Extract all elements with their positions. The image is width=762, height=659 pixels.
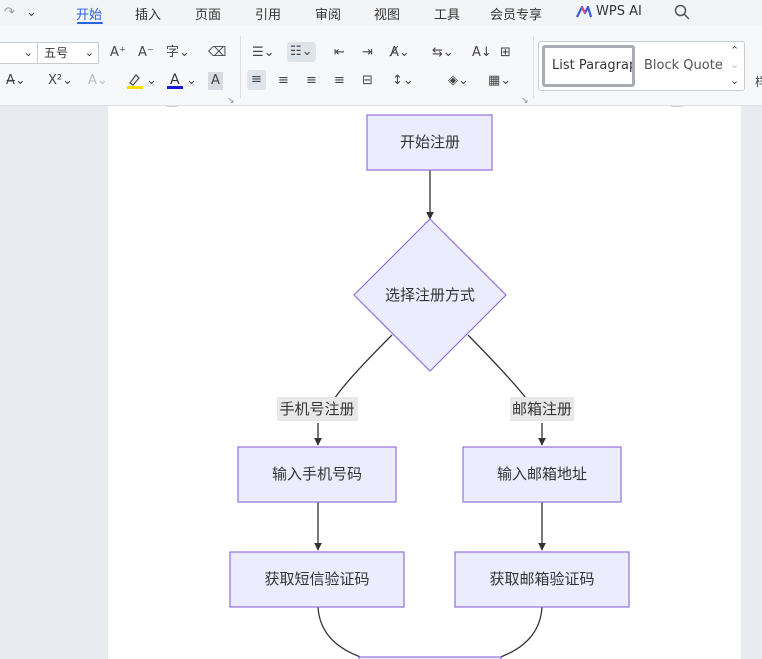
tab-review[interactable]: 审阅 bbox=[315, 8, 342, 23]
show-marks-icon[interactable]: ⊞ bbox=[500, 45, 511, 60]
bullet-list-icon[interactable]: ☰⌄ bbox=[252, 45, 275, 60]
clear-format-icon[interactable]: ⌫ bbox=[208, 45, 227, 60]
chevron-down-icon[interactable]: ⌄ bbox=[146, 73, 157, 88]
svg-text:A: A bbox=[170, 72, 180, 88]
font-name-combo[interactable]: ⌄ bbox=[0, 42, 38, 64]
tab-wps-ai[interactable]: WPS AI bbox=[596, 4, 642, 19]
align-left-icon[interactable]: ≡ bbox=[247, 70, 266, 90]
node-input-phone-label: 输入手机号码 bbox=[272, 465, 362, 483]
gallery-down-icon[interactable]: ⌄ bbox=[730, 58, 740, 71]
font-size-value: 五号 bbox=[44, 46, 69, 60]
char-shading-icon[interactable]: A bbox=[208, 72, 223, 90]
edge-decision-right bbox=[467, 334, 529, 402]
sort-icon[interactable]: A↓ bbox=[472, 45, 492, 60]
edge-label-phone-bg bbox=[277, 397, 358, 421]
node-sms-code-label: 获取短信验证码 bbox=[264, 570, 369, 588]
menu-tab-bar: ↷ ⌄ 开始 插入 页面 引用 审阅 视图 工具 会员专享 WPS AI bbox=[0, 0, 762, 26]
grow-font-icon[interactable]: A⁺ bbox=[110, 45, 126, 60]
line-spacing-icon[interactable]: ↕⌄ bbox=[392, 73, 414, 88]
strikethrough-icon[interactable]: A̶⌄ bbox=[6, 73, 26, 88]
node-sms-code[interactable] bbox=[229, 551, 405, 608]
active-tab-underline bbox=[77, 22, 103, 24]
node-input-email-label: 输入邮箱地址 bbox=[497, 465, 587, 483]
redo-icon[interactable]: ↷ bbox=[4, 5, 15, 20]
distribute-icon[interactable]: ⊟ bbox=[362, 73, 373, 88]
paragraph-dialog-launcher-icon[interactable]: ↘ bbox=[521, 96, 529, 106]
node-decision[interactable] bbox=[353, 218, 507, 372]
borders-icon[interactable]: ▦⌄ bbox=[488, 73, 512, 88]
flowchart: 开始注册 选择注册方式 手机号注册 邮箱注册 输入手机号码 输入邮箱地址 获取短… bbox=[165, 106, 683, 659]
phonetic-guide-icon[interactable]: 字⌄ bbox=[166, 45, 190, 60]
chevron-down-icon: ⌄ bbox=[84, 46, 94, 59]
document-page[interactable]: 开始注册 选择注册方式 手机号注册 邮箱注册 输入手机号码 输入邮箱地址 获取短… bbox=[108, 106, 741, 659]
tab-references[interactable]: 引用 bbox=[255, 8, 282, 23]
increase-indent-icon[interactable]: ⇥ bbox=[362, 45, 373, 60]
tab-home[interactable]: 开始 bbox=[76, 8, 103, 23]
font-color-icon[interactable]: A bbox=[166, 71, 184, 90]
style-list-paragraph[interactable]: List Paragrap bbox=[542, 45, 635, 87]
wps-ai-logo-icon bbox=[576, 5, 592, 18]
superscript-icon[interactable]: X²⌄ bbox=[48, 73, 74, 88]
node-start[interactable] bbox=[366, 114, 493, 171]
node-input-email[interactable] bbox=[462, 446, 622, 503]
node-next-partial[interactable] bbox=[358, 656, 502, 659]
tab-member[interactable]: 会员专享 bbox=[490, 8, 543, 23]
text-direction-icon[interactable]: A̸⌄ bbox=[390, 45, 410, 60]
chevron-down-icon[interactable]: ⌄ bbox=[186, 73, 197, 88]
shading-icon[interactable]: ◈⌄ bbox=[448, 73, 469, 88]
align-right-icon[interactable]: ≡ bbox=[306, 73, 317, 88]
font-size-combo[interactable]: 五号 ⌄ bbox=[37, 42, 99, 64]
node-decision-label: 选择注册方式 bbox=[385, 286, 475, 304]
edge-left-merge bbox=[317, 606, 366, 659]
edge-right-merge bbox=[495, 606, 543, 659]
text-effect-icon[interactable]: A⌄ bbox=[88, 73, 108, 88]
edge-decision-left bbox=[332, 334, 393, 402]
decrease-indent-icon[interactable]: ⇤ bbox=[334, 45, 345, 60]
search-icon[interactable] bbox=[674, 4, 690, 20]
tab-view[interactable]: 视图 bbox=[374, 8, 401, 23]
node-email-code-label: 获取邮箱验证码 bbox=[489, 570, 594, 588]
edge-label-email: 邮箱注册 bbox=[512, 400, 572, 418]
font-dialog-launcher-icon[interactable]: ↘ bbox=[227, 96, 235, 106]
gallery-up-icon[interactable]: ⌃ bbox=[730, 44, 740, 57]
tab-insert[interactable]: 插入 bbox=[135, 8, 162, 23]
numbered-list-icon[interactable]: ☷⌄ bbox=[287, 42, 316, 62]
style-gallery: List Paragrap Block Quote ⌃ ⌄ ⌄ bbox=[538, 41, 745, 91]
justify-icon[interactable]: ≡ bbox=[334, 73, 345, 88]
shrink-font-icon[interactable]: A⁻ bbox=[138, 45, 154, 60]
ribbon-separator bbox=[533, 36, 534, 98]
tab-page[interactable]: 页面 bbox=[195, 8, 222, 23]
gallery-more-icon[interactable]: ⌄ bbox=[730, 74, 740, 87]
chinese-layout-icon[interactable]: ⇆⌄ bbox=[432, 45, 454, 60]
chevron-down-icon[interactable]: ⌄ bbox=[26, 5, 37, 20]
node-start-label: 开始注册 bbox=[400, 133, 460, 151]
edge-label-email-bg bbox=[510, 397, 574, 421]
node-input-phone[interactable] bbox=[237, 446, 397, 503]
node-email-code[interactable] bbox=[454, 551, 630, 608]
chevron-down-icon: ⌄ bbox=[23, 46, 33, 59]
styles-pane-icon[interactable]: 样 bbox=[755, 75, 762, 89]
style-block-quote[interactable]: Block Quote bbox=[644, 58, 723, 73]
highlight-color-icon[interactable] bbox=[126, 72, 144, 90]
edge-label-phone: 手机号注册 bbox=[279, 400, 354, 418]
ribbon-separator bbox=[240, 36, 241, 98]
align-center-icon[interactable]: ≡ bbox=[278, 73, 289, 88]
tab-tools[interactable]: 工具 bbox=[434, 8, 461, 23]
